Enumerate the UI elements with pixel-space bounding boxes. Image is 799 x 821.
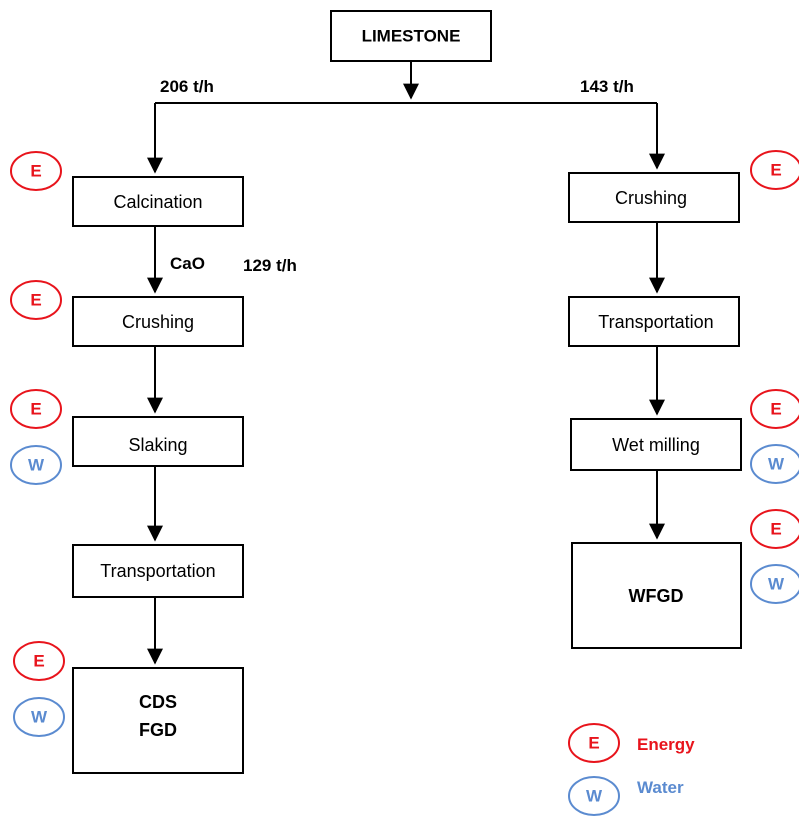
node-slaking-label: Slaking [128,435,187,455]
water-badge-cds-fgd: W [13,697,65,737]
energy-badge-crushing-right: E [750,150,799,190]
energy-badge-slaking: E [10,389,62,429]
node-transportation-left: Transportation [72,544,244,598]
node-crushing-left: Crushing [72,296,244,347]
energy-badge-letter: E [770,519,781,538]
node-slaking: Slaking [72,416,244,467]
node-crushing-left-label: Crushing [122,312,194,332]
water-badge-letter: W [28,455,45,474]
node-cds-fgd: CDS FGD [72,667,244,774]
legend-water: W Water [568,776,684,816]
energy-badge-letter: E [770,160,781,179]
cao-rate: 129 t/h [243,256,297,275]
legend-energy-label: Energy [637,735,695,754]
water-badge-wfgd: W [750,564,799,604]
flow-rate-left: 206 t/h [160,77,214,96]
node-wfgd: WFGD [571,542,742,649]
legend: E Energy W Water [568,723,695,816]
node-limestone: LIMESTONE [330,10,492,62]
flow-rate-right: 143 t/h [580,77,634,96]
water-badge-wet-milling: W [750,444,799,484]
energy-badge-letter: E [33,651,44,670]
water-badge-slaking: W [10,445,62,485]
legend-water-label: Water [637,778,684,797]
energy-badge-letter: E [30,161,41,180]
node-transportation-right: Transportation [568,296,740,347]
node-crushing-right-label: Crushing [615,188,687,208]
energy-badge-letter: E [30,399,41,418]
energy-badge-cds-fgd: E [13,641,65,681]
node-wet-milling: Wet milling [570,418,742,471]
energy-badge-crushing-left: E [10,280,62,320]
water-badge-letter: W [768,454,785,473]
node-transportation-right-label: Transportation [598,312,713,332]
node-calcination-label: Calcination [113,192,202,212]
energy-badge-letter: E [30,290,41,309]
node-wet-milling-label: Wet milling [612,435,700,455]
node-cds-label: CDS [139,692,177,712]
node-fgd-label: FGD [139,720,177,740]
water-badge-letter: W [31,707,48,726]
legend-energy-letter: E [588,733,599,752]
energy-badge-wfgd: E [750,509,799,549]
node-wfgd-label: WFGD [629,586,684,606]
energy-badge-wet-milling: E [750,389,799,429]
node-calcination: Calcination [72,176,244,227]
energy-badge-letter: E [770,399,781,418]
cao-label: CaO [170,254,205,273]
water-badge-letter: W [768,574,785,593]
node-transportation-left-label: Transportation [100,561,215,581]
legend-water-letter: W [586,786,603,805]
node-crushing-right: Crushing [568,172,740,223]
node-limestone-label: LIMESTONE [362,26,461,45]
legend-energy: E Energy [568,723,695,763]
energy-badge-calcination: E [10,151,62,191]
